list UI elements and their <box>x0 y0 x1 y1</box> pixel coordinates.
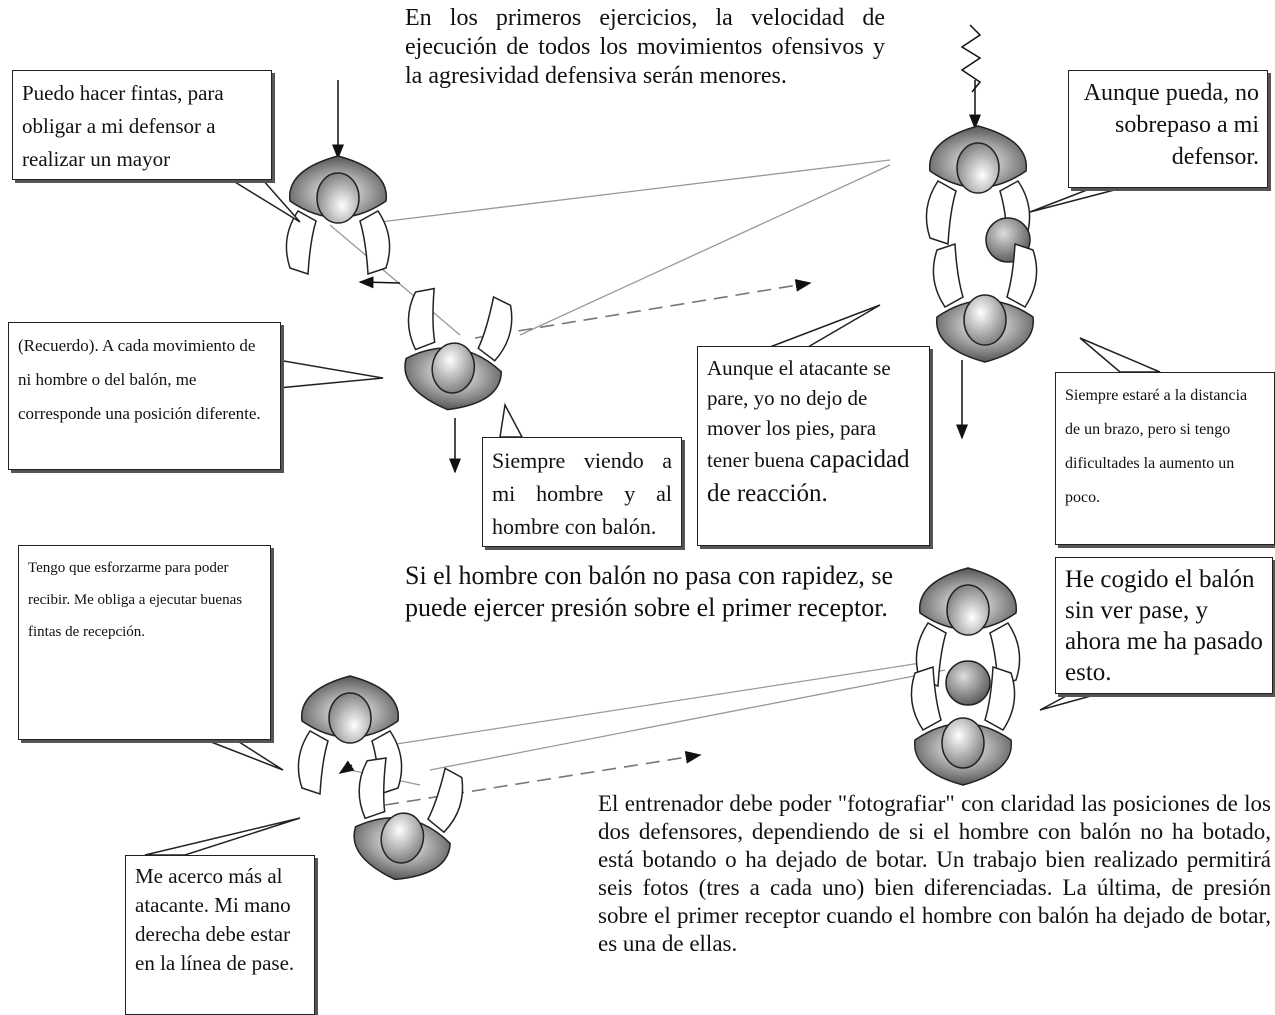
callout-effort: Tengo que esforzarme para poder recibir.… <box>18 545 271 740</box>
callout-closer: Me acerco más al atacante. Mi mano derec… <box>125 855 315 1015</box>
callout-remember: (Recuerdo). A cada movimiento de ni homb… <box>8 322 281 470</box>
player-attacker-bottom-left <box>297 675 403 795</box>
callout-feet-emphasis: capacidad de reacción. <box>707 446 910 507</box>
pressure-paragraph: Si el hombre con balón no pasa con rapid… <box>405 561 894 622</box>
coach-paragraph: El entrenador debe poder "fotografiar" c… <box>598 791 1271 956</box>
player-attacker-top-left <box>285 155 391 275</box>
player-defender-bottom-left <box>343 753 468 890</box>
callout-distance: Siempre estaré a la distancia de un braz… <box>1055 372 1275 545</box>
callout-feet: Aunque el atacante se pare, yo no dejo d… <box>697 346 930 546</box>
player-defender-top-left <box>395 284 516 418</box>
callout-feints: Puedo hacer fintas, para obligar a mi de… <box>12 70 272 180</box>
movement-arrows <box>332 24 982 774</box>
basketball-icon <box>945 660 991 706</box>
callout-no-pass: Aunque pueda, no sobrepaso a mi defensor… <box>1068 70 1268 188</box>
callout-feet-text: Aunque el atacante se pare, yo no dejo d… <box>707 356 891 472</box>
callout-caught: He cogido el balón sin ver pase, y ahora… <box>1055 557 1273 694</box>
callout-watching: Siempre viendo a mi hombre y al hombre c… <box>482 437 682 547</box>
player-defender-top-right <box>932 243 1038 363</box>
intro-paragraph: En los primeros ejercicios, la velocidad… <box>405 5 885 89</box>
